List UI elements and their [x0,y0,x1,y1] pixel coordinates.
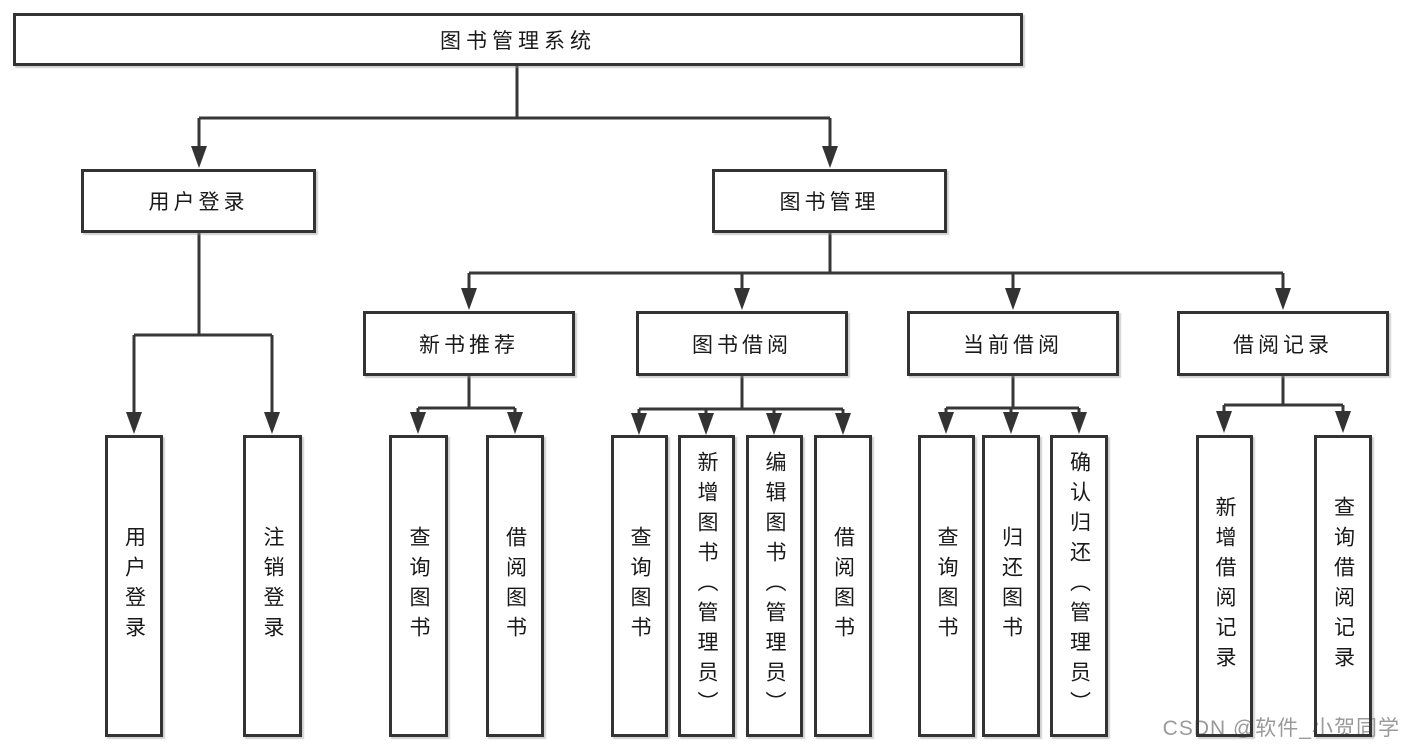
csdn-watermark: CSDN @软件_小贺同学 [1162,717,1400,740]
current-borrow-branch-arrowhead-icons [938,412,1087,434]
connector-book-borrow-branch [637,376,845,416]
book-management-branch-arrowhead-icons [461,288,1291,310]
leaf-label: 编辑图书（管理员） [763,451,786,721]
node-label: 新书推荐 [419,333,519,357]
leaf-edit-books-admin: 编辑图书（管理员） [746,435,803,737]
leaf-label: 新增图书（管理员） [695,451,718,721]
leaf-add-books-admin: 新增图书（管理员） [678,435,735,737]
node-book-borrowing: 图书借阅 [636,311,848,376]
connector-current-borrow-branch [944,376,1081,415]
leaf-label: 借阅图书 [503,526,527,646]
leaf-return-books: 归还图书 [982,435,1040,737]
leaf-borrow-books-recommend: 借阅图书 [486,435,544,737]
borrow-records-branch-arrowhead-icons [1216,411,1351,433]
node-label: 用户登录 [148,191,249,214]
new-book-branch-arrowhead-icons [410,412,523,434]
leaf-query-books-current: 查询图书 [918,435,975,737]
leaf-query-books-borrowing: 查询图书 [611,435,668,737]
leaf-label: 查询借阅记录 [1331,496,1355,676]
connector-new-book-branch [416,376,517,415]
leaf-label: 新增借阅记录 [1213,496,1236,676]
leaf-query-borrow-record: 查询借阅记录 [1314,435,1372,737]
user-login-branch-arrowhead-icons [126,412,280,434]
node-label: 借阅记录 [1233,333,1333,357]
leaf-query-books-recommend: 查询图书 [389,435,448,737]
node-label: 图书管理 [779,191,880,214]
root-branch-arrowhead-icons [191,146,838,168]
node-label: 当前借阅 [963,333,1063,357]
leaf-label: 查询图书 [935,526,958,646]
leaf-user-login: 用户登录 [105,435,163,737]
node-new-book-recommendation: 新书推荐 [363,311,575,376]
leaf-logout: 注销登录 [243,435,302,737]
connector-borrow-records-branch [1222,376,1345,412]
connector-root-branch [197,66,832,149]
leaf-confirm-return-admin: 确认归还（管理员） [1050,435,1108,737]
leaf-label: 确认归还（管理员） [1067,451,1091,721]
leaf-borrow-books-borrowing: 借阅图书 [814,435,872,737]
leaf-label: 借阅图书 [831,526,855,646]
node-label: 图书管理系统 [440,29,596,53]
leaf-label: 查询图书 [407,526,430,646]
node-user-login: 用户登录 [81,169,316,233]
leaf-label: 归还图书 [999,526,1023,646]
connector-book-management-branch [467,233,1285,290]
node-label: 图书借阅 [692,333,792,357]
leaf-label: 用户登录 [122,526,146,646]
leaf-add-borrow-record: 新增借阅记录 [1196,435,1253,737]
node-library-management-system: 图书管理系统 [13,13,1023,66]
book-borrow-branch-arrowhead-icons [631,413,851,435]
leaf-label: 查询图书 [628,526,651,646]
node-borrowing-records: 借阅记录 [1177,311,1389,376]
leaf-label: 注销登录 [261,526,284,646]
connector-user-login-branch [132,233,274,415]
node-current-borrowing: 当前借阅 [907,311,1119,376]
node-book-management: 图书管理 [712,169,947,233]
